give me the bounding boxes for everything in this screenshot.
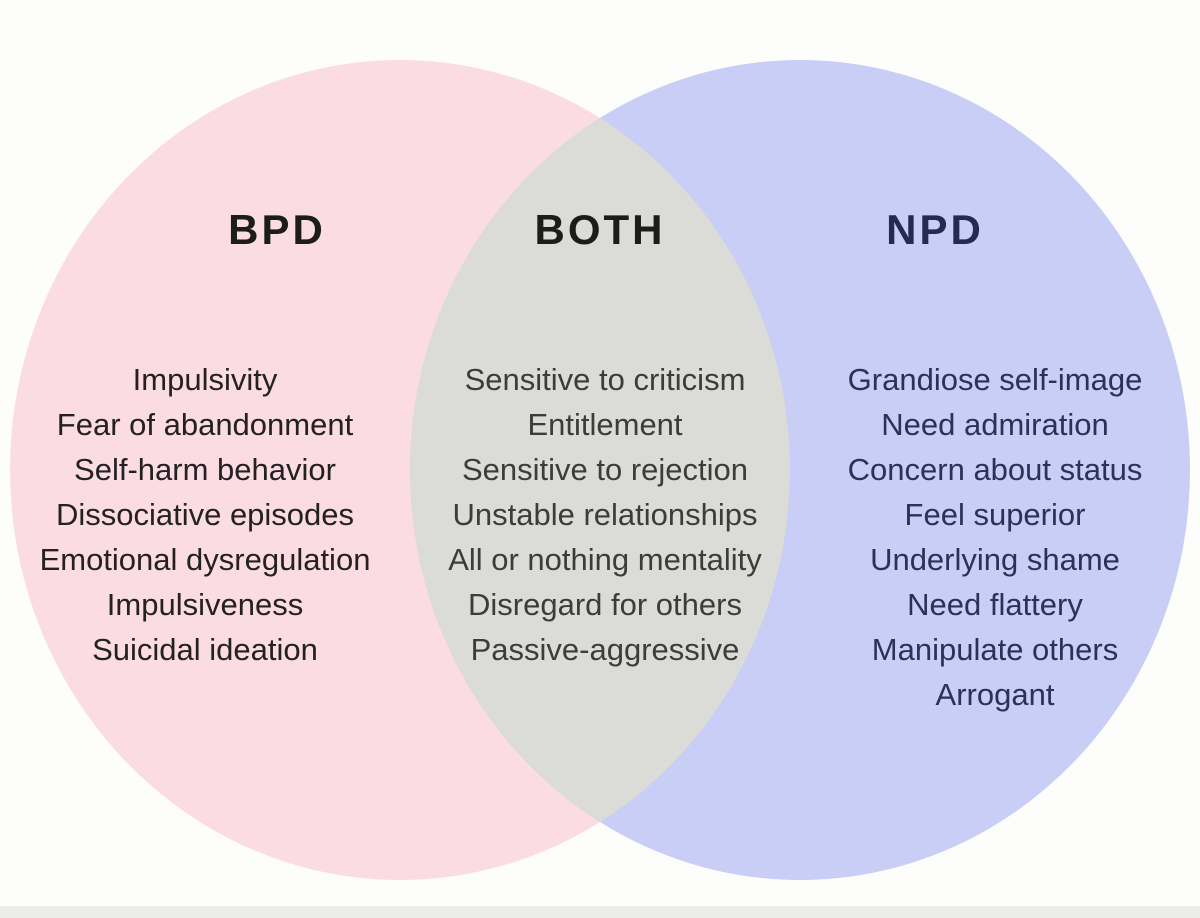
bpd-item-list: Impulsivity Fear of abandonment Self-har… [40,357,371,672]
list-item: Dissociative episodes [55,497,355,532]
both-title: BOTH [534,206,666,253]
list-item: Concern about status [847,452,1143,487]
list-item: Impulsiveness [106,587,304,622]
overlap-region [410,60,790,880]
list-item: Need admiration [881,407,1109,442]
list-item: Disregard for others [468,587,742,622]
npd-item-list: Grandiose self-image Need admiration Con… [848,357,1143,717]
list-item: Need flattery [907,587,1083,622]
list-item: Sensitive to rejection [461,452,749,487]
list-item: Self-harm behavior [74,452,336,487]
list-item: Impulsivity [132,362,278,397]
list-item: Grandiose self-image [847,362,1143,397]
npd-title: NPD [886,206,984,253]
list-item: Emotional dysregulation [39,542,371,577]
list-item: Manipulate others [871,632,1119,667]
page-bottom-edge [0,906,1200,918]
list-item: Passive-aggressive [470,632,740,667]
bpd-title: BPD [228,206,326,253]
list-item: Fear of abandonment [56,407,354,442]
list-item: Suicidal ideation [92,632,318,667]
list-item: Underlying shame [870,542,1120,577]
list-item: Arrogant [935,677,1055,712]
list-item: Unstable relationships [452,497,758,532]
list-item: Entitlement [527,407,683,442]
list-item: Sensitive to criticism [464,362,746,397]
both-item-list: Sensitive to criticism Entitlement Sensi… [448,357,762,672]
list-item: Feel superior [904,497,1086,532]
list-item: All or nothing mentality [448,542,762,577]
